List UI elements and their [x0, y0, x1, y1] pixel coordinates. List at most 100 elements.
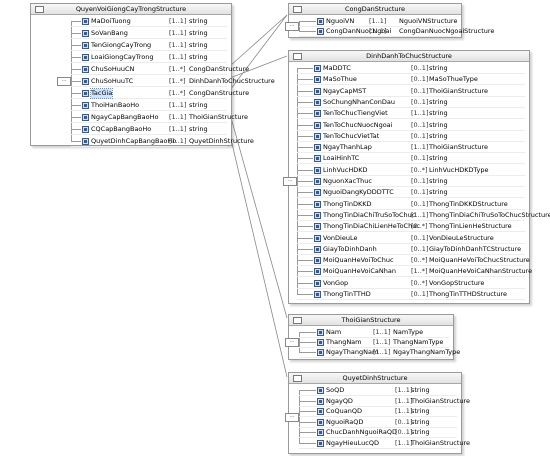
element-multiplicity: [0..*] [411, 165, 428, 174]
element-type: string [189, 53, 208, 61]
element-row-giaytodinhdanh[interactable]: GiayToDinhDanh[0..1]GiayToDinhDanhTCStru… [297, 245, 525, 255]
element-row-loaigiongcaytrong[interactable]: LoaiGiongCayTrong[1..1]string [71, 53, 227, 63]
element-row-maddtc[interactable]: MaDDTC[0..1]string [297, 64, 525, 74]
element-row-nguoiraqd[interactable]: NguoiRaQD[0..1]string [299, 418, 457, 428]
sequence-compositor-icon[interactable]: ··· [285, 22, 299, 31]
structure-icon [293, 6, 302, 13]
element-row-madoituong[interactable]: MaDoiTuong[1..1]string [71, 17, 227, 27]
element-name: TenToChucTiengViet [323, 109, 388, 118]
element-type: string [429, 109, 448, 118]
element-type: string [411, 407, 430, 416]
element-type: ThongTinDiaChiTruSoToChucStructure [429, 210, 550, 219]
element-row-congdannuocngoai[interactable]: CongDanNuocNgoai[1..1]CongDanNuocNgoaiSt… [299, 27, 494, 37]
element-name: VonGop [323, 278, 349, 287]
element-row-tentochuctiengviet[interactable]: TenToChucTiengViet[1..1]string [297, 109, 525, 120]
element-icon [314, 291, 321, 298]
element-row-tentochucviettat[interactable]: TenToChucVietTat[0..1]string [297, 132, 525, 142]
element-icon [314, 279, 321, 287]
sequence-compositor-icon[interactable]: ··· [285, 338, 299, 347]
element-icon [317, 418, 324, 426]
element-icon [317, 18, 324, 25]
root-structure-box[interactable]: QuyenVoiGiongCayTrongStructure ··· MaDoiT… [30, 3, 275, 147]
element-row-tacgia[interactable]: TacGia[1..*]CongDanStructure [71, 88, 249, 99]
element-row-tentochucnuocngoai[interactable]: TenToChucNuocNgoai[0..1]string [297, 121, 525, 131]
root-structure-title: QuyenVoiGiongCayTrongStructure [31, 4, 231, 15]
element-row-loaihinhtc[interactable]: LoaiHinhTC[0..1]string [297, 154, 525, 165]
element-row-moiquanhevoicanhan[interactable]: MoiQuanHeVoiCaNhan[1..*]MoiQuanHeVoiCaNh… [297, 267, 532, 278]
element-row-thoihanbaoho[interactable]: ThoiHanBaoHo[1..1]string [71, 101, 227, 111]
element-multiplicity: [0..*] [411, 222, 428, 231]
element-type: string [429, 64, 448, 72]
element-row-quyetdinhcapbangbaoho[interactable]: QuyetDinhCapBangBaoHo[1..1]QuyetDinhStru… [71, 137, 254, 147]
element-type: ThongTinDKKDStructure [429, 199, 508, 208]
element-row-ngayhieulucqd[interactable]: NgayHieuLucQD[1..1]ThoiGianStructure [299, 439, 470, 449]
element-row-thongtindkkd[interactable]: ThongTinDKKD[0..1]ThongTinDKKDStructure [297, 200, 525, 210]
dinhdanh-structure-title: DinhDanhToChucStructure [289, 51, 529, 62]
element-row-nguonxacthuc[interactable]: NguonXacThuc[0..1]string [297, 177, 525, 187]
connector-stub [71, 21, 81, 22]
element-multiplicity: [0..1] [395, 417, 413, 426]
sequence-compositor-icon[interactable]: ··· [285, 412, 299, 422]
element-name: MaSoThue [323, 75, 357, 84]
element-name: NgayQD [326, 396, 353, 405]
element-type: ThoiGianStructure [429, 143, 489, 152]
element-row-vondieule[interactable]: VonDieuLe[0..1]VonDieuLeStructure [297, 234, 525, 244]
element-multiplicity: [1..*] [411, 267, 428, 276]
element-row-chucdanhnguoiraqd[interactable]: ChucDanhNguoiRaQD[0..1]string [299, 428, 457, 439]
element-name: NgayCapBangBaoHo [91, 113, 159, 121]
element-multiplicity: [0..1] [411, 86, 429, 95]
element-row-chusohuutc[interactable]: ChuSoHuuTC[1..*]DinhDanhToChucStructure [71, 77, 275, 87]
element-row-thongtindiachilienhetochuc[interactable]: ThongTinDiaChiLienHeToChuc[0..*]ThongTin… [297, 222, 525, 233]
element-row-coquanqd[interactable]: CoQuanQD[1..1]string [299, 407, 457, 418]
element-row-masothue[interactable]: MaSoThue[0..1]MaSoThueType [297, 75, 525, 86]
element-row-chusohuucn[interactable]: ChuSoHuuCN[1..*]CongDanStructure [71, 65, 249, 75]
element-row-ngaycapbangbaoho[interactable]: NgayCapBangBaoHo[1..1]ThoiGianStructure [71, 113, 248, 123]
element-row-cqcapbangbaoho[interactable]: CQCapBangBaoHo[1..1]string [71, 125, 227, 135]
sequence-compositor-icon[interactable]: ··· [57, 77, 71, 86]
element-icon [82, 90, 89, 97]
element-row-nam[interactable]: Nam[1..1]NamType [299, 328, 449, 338]
congdan-structure-box[interactable]: CongDanStructure ···NguoiVN[1..1]NguoiVN… [285, 3, 494, 38]
connector-stub [299, 31, 316, 32]
element-row-thongtintthd[interactable]: ThongTinTTHD[0..1]ThongTinTTHDStructure [297, 290, 525, 300]
element-type: ThongTinTTHDStructure [429, 290, 507, 298]
element-row-linhvuchdkd[interactable]: LinhVucHDKD[0..*]LinhVucHDKDType [297, 166, 525, 176]
element-row-thangnam[interactable]: ThangNam[1..1]ThangNamType [299, 338, 449, 348]
connector-stub [299, 421, 316, 423]
element-row-moiquanhevoitochuc[interactable]: MoiQuanHeVoiToChuc[0..*]MoiQuanHeVoiToCh… [297, 256, 530, 267]
element-row-nguoivn[interactable]: NguoiVN[1..1]NguoiVNStructure [299, 17, 457, 27]
element-icon [314, 110, 321, 118]
element-type: NamType [393, 328, 424, 336]
element-row-sochungnhancondau[interactable]: SoChungNhanConDau[0..1]string [297, 98, 525, 108]
element-row-tengiongcaytrong[interactable]: TenGiongCayTrong[1..1]string [71, 41, 227, 51]
element-row-nguoidangkydddttc[interactable]: NguoiDangKyDDDTTC[0..1]string [297, 188, 525, 199]
element-row-ngaythanhlap[interactable]: NgayThanhLap[1..1]ThoiGianStructure [297, 143, 525, 154]
connector-stub [299, 443, 316, 444]
connector-stub [297, 271, 313, 273]
element-multiplicity: [0..1] [411, 131, 429, 140]
element-row-thongtindiachitrusotochuc[interactable]: ThongTinDiaChiTruSoToChuc[1..1]ThongTinD… [297, 211, 550, 221]
connector-stub [71, 93, 81, 94]
element-row-sovanbang[interactable]: SoVanBang[1..1]string [71, 29, 227, 39]
element-row-ngayqd[interactable]: NgayQD[1..1]ThoiGianStructure [299, 396, 470, 407]
element-multiplicity: [0..1] [411, 177, 429, 185]
element-name: LoaiGiongCayTrong [91, 53, 154, 61]
element-name: TenToChucVietTat [323, 131, 380, 140]
element-row-vongop[interactable]: VonGop[0..*]VonGopStructure [297, 279, 525, 289]
element-row-ngaycapmst[interactable]: NgayCapMST[0..1]ThoiGianStructure [297, 87, 525, 97]
element-multiplicity: [1..1] [395, 439, 413, 447]
element-type: string [429, 154, 448, 163]
element-multiplicity: [1..1] [373, 348, 391, 356]
element-icon [314, 121, 321, 129]
element-type: MoiQuanHeVoiToChucStructure [429, 256, 530, 265]
dinhdanh-structure-box[interactable]: DinhDanhToChucStructure ··· MaDDTC[0..1]s… [283, 50, 550, 304]
element-multiplicity: [1..1] [395, 386, 413, 394]
element-row-ngaythangnam[interactable]: NgayThangNam[1..1]NgayThangNamType [299, 348, 460, 358]
element-multiplicity: [1..1] [373, 338, 391, 346]
element-type: ThangNamType [393, 338, 444, 346]
sequence-compositor-icon[interactable]: ··· [283, 177, 297, 186]
element-row-soqd[interactable]: SoQD[1..1]string [299, 386, 457, 396]
